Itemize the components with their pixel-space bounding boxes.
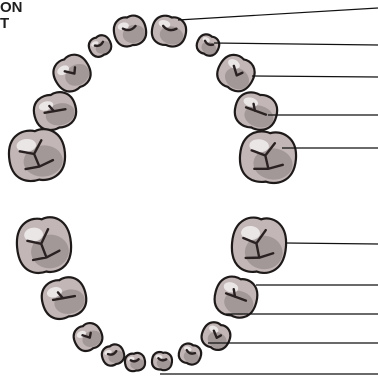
label-line-2 [214, 43, 378, 45]
upper-right-canine-tooth [48, 50, 96, 97]
lower-right-central-incisor-tooth [124, 352, 146, 372]
lower-right-lateral-incisor-tooth [99, 342, 126, 368]
lower-arch [15, 216, 289, 373]
lower-left-central-incisor-tooth [151, 351, 173, 371]
label-line-6 [286, 243, 378, 244]
upper-left-first-premolar-tooth [231, 89, 281, 134]
lower-right-canine-tooth [70, 320, 106, 355]
upper-left-lateral-incisor-tooth [194, 32, 222, 59]
upper-right-first-premolar-tooth [30, 89, 80, 134]
upper-left-canine-tooth [212, 50, 260, 97]
lower-left-second-molar-tooth [230, 216, 289, 275]
label-line-3 [252, 76, 378, 77]
upper-left-central-incisor-tooth [149, 13, 188, 49]
upper-right-lateral-incisor-tooth [86, 33, 114, 60]
lower-right-second-molar-tooth [15, 216, 74, 275]
upper-right-central-incisor-tooth [111, 13, 148, 48]
lower-right-first-molar-tooth [38, 274, 91, 323]
lower-left-lateral-incisor-tooth [176, 341, 203, 367]
label-line-1 [178, 8, 378, 20]
lower-left-canine-tooth [198, 319, 234, 354]
upper-arch [7, 13, 298, 185]
upper-right-second-premolar-tooth [7, 127, 67, 182]
upper-left-second-premolar-tooth [238, 129, 298, 184]
label-leader-lines [160, 8, 378, 374]
